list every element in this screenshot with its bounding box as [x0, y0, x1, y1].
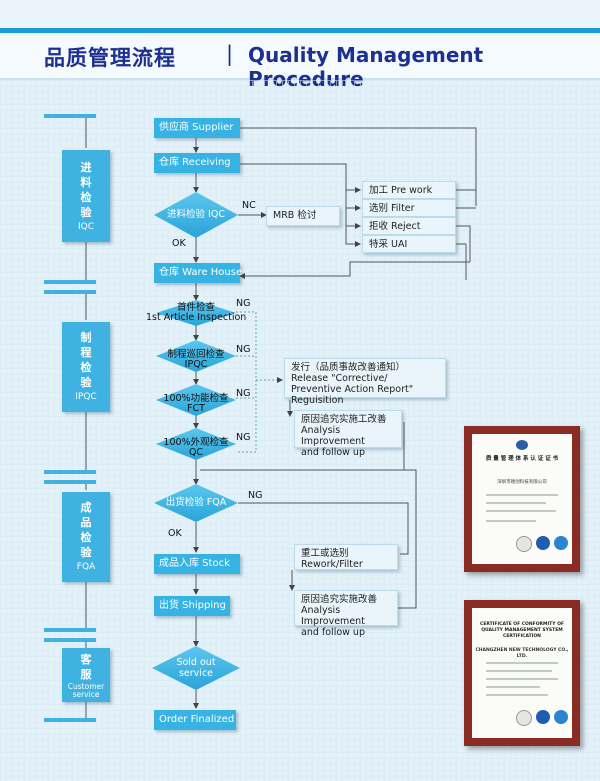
- rework-note-cn: 重工或选别: [301, 548, 349, 559]
- car-note-cn: 发行（品质事故改善通知）: [291, 362, 406, 373]
- step-order-finalized: Order Finalized: [154, 710, 236, 730]
- page-title-cn: 品质管理流程: [44, 46, 176, 70]
- step-receiving: 仓库 Receiving: [154, 153, 240, 173]
- analysis-note-1-cn: 原因追究实施工改善: [301, 414, 387, 425]
- fqa-ng-label: NG: [248, 490, 263, 501]
- fct-cn: 100%功能检查: [163, 393, 229, 404]
- car-note-en2: Preventive Action Report" Reguisition: [291, 384, 414, 406]
- section-customer-service: 客 服 Customer service: [62, 648, 110, 702]
- title-separator: |: [226, 42, 234, 66]
- qc-en: QC: [188, 447, 204, 458]
- fct-en: FCT: [187, 403, 205, 414]
- top-stripe: [0, 28, 600, 33]
- ipqc-cn: 制程巡回检查: [167, 349, 225, 360]
- first-article-en: 1st Article Inspection: [146, 312, 247, 323]
- cert-emblem: [516, 440, 528, 450]
- fqa-ok-label: OK: [168, 528, 182, 539]
- fct-diamond: [156, 384, 236, 416]
- iqc-nc-label: NC: [242, 200, 256, 211]
- car-note-en1: Release "Corrective/: [291, 373, 388, 384]
- certificate-cn-company: 深圳市德创科技有限公司: [497, 480, 547, 485]
- analysis-note-2: 原因追究实施改善 Analysis Improvement and follow…: [294, 590, 398, 638]
- sold-out-diamond: [152, 646, 240, 690]
- analysis-note-1-en: Analysis Improvement and follow up: [301, 425, 365, 458]
- sold-out-label: Sold out service: [176, 657, 216, 679]
- section-fqa: 成 品 检 验 FQA: [62, 492, 110, 582]
- step-supplier: 供应商 Supplier: [154, 118, 240, 138]
- analysis-note-2-en: Analysis Improvement and follow up: [301, 605, 365, 638]
- cert-seal-en: [516, 710, 532, 726]
- mrb-option-uai: 特采 UAI: [362, 235, 456, 253]
- iqc-label: 进料检验 IQC: [167, 209, 225, 220]
- iaf-logo: [554, 536, 568, 550]
- iqc-ok-label: OK: [172, 238, 186, 249]
- analysis-note-2-cn: 原因追究实施改善: [301, 594, 378, 605]
- certificate-en-title: CERTIFICATE OF CONFORMITY OF QUALITY MAN…: [480, 622, 564, 639]
- mrb-option-reject: 拒收 Reject: [362, 217, 456, 235]
- first-article-ng-label: NG: [236, 298, 251, 309]
- fqa-label: 出货检验 FQA: [165, 497, 227, 508]
- rework-note: 重工或选别 Rework/Filter: [294, 544, 398, 570]
- qc-diamond: [156, 428, 236, 460]
- step-shipping: 出货 Shipping: [154, 596, 230, 616]
- mrb-option-filter: 选别 Filter: [362, 199, 456, 217]
- car-note: 发行（品质事故改善通知） Release "Corrective/ Preven…: [284, 358, 446, 406]
- mrb-option-prework: 加工 Pre work: [362, 181, 456, 199]
- certificate-en-company: CHANGZHEN NEW TECHNOLOGY CO., LTD.: [475, 648, 569, 659]
- section-iqc: 进 料 检 验 IQC: [62, 150, 110, 242]
- top-banner: [0, 0, 600, 36]
- ipqc-ng-label: NG: [236, 344, 251, 355]
- qc-ng-label: NG: [236, 432, 251, 443]
- mrb-review: MRB 检讨: [266, 206, 340, 226]
- cnas-logo-en: [536, 710, 550, 724]
- rework-note-en: Rework/Filter: [301, 559, 363, 570]
- first-article-cn: 首件检查: [176, 302, 215, 313]
- cnas-logo: [536, 536, 550, 550]
- step-stock: 成品入库 Stock: [154, 554, 240, 574]
- first-article-diamond: [156, 300, 236, 326]
- qc-cn: 100%外观检查: [163, 437, 229, 448]
- certificate-en: CERTIFICATE OF CONFORMITY OF QUALITY MAN…: [464, 600, 580, 746]
- certificate-cn: 质 量 管 理 体 系 认 证 证 书 深圳市德创科技有限公司: [464, 426, 580, 572]
- analysis-note-1: 原因追究实施工改善 Analysis Improvement and follo…: [294, 410, 402, 458]
- cert-seal: [516, 536, 532, 552]
- certificate-cn-title: 质 量 管 理 体 系 认 证 证 书: [485, 456, 559, 462]
- step-warehouse: 仓库 Ware House: [154, 263, 242, 283]
- iqc-diamond: [154, 192, 238, 238]
- section-ipqc: 制 程 检 验 IPQC: [62, 322, 110, 412]
- fct-ng-label: NG: [236, 388, 251, 399]
- fqa-diamond: [154, 484, 238, 522]
- ipqc-diamond: [156, 340, 236, 372]
- timeline-cap: [44, 114, 96, 118]
- ipqc-en: IPQC: [184, 359, 208, 370]
- iaf-logo-en: [554, 710, 568, 724]
